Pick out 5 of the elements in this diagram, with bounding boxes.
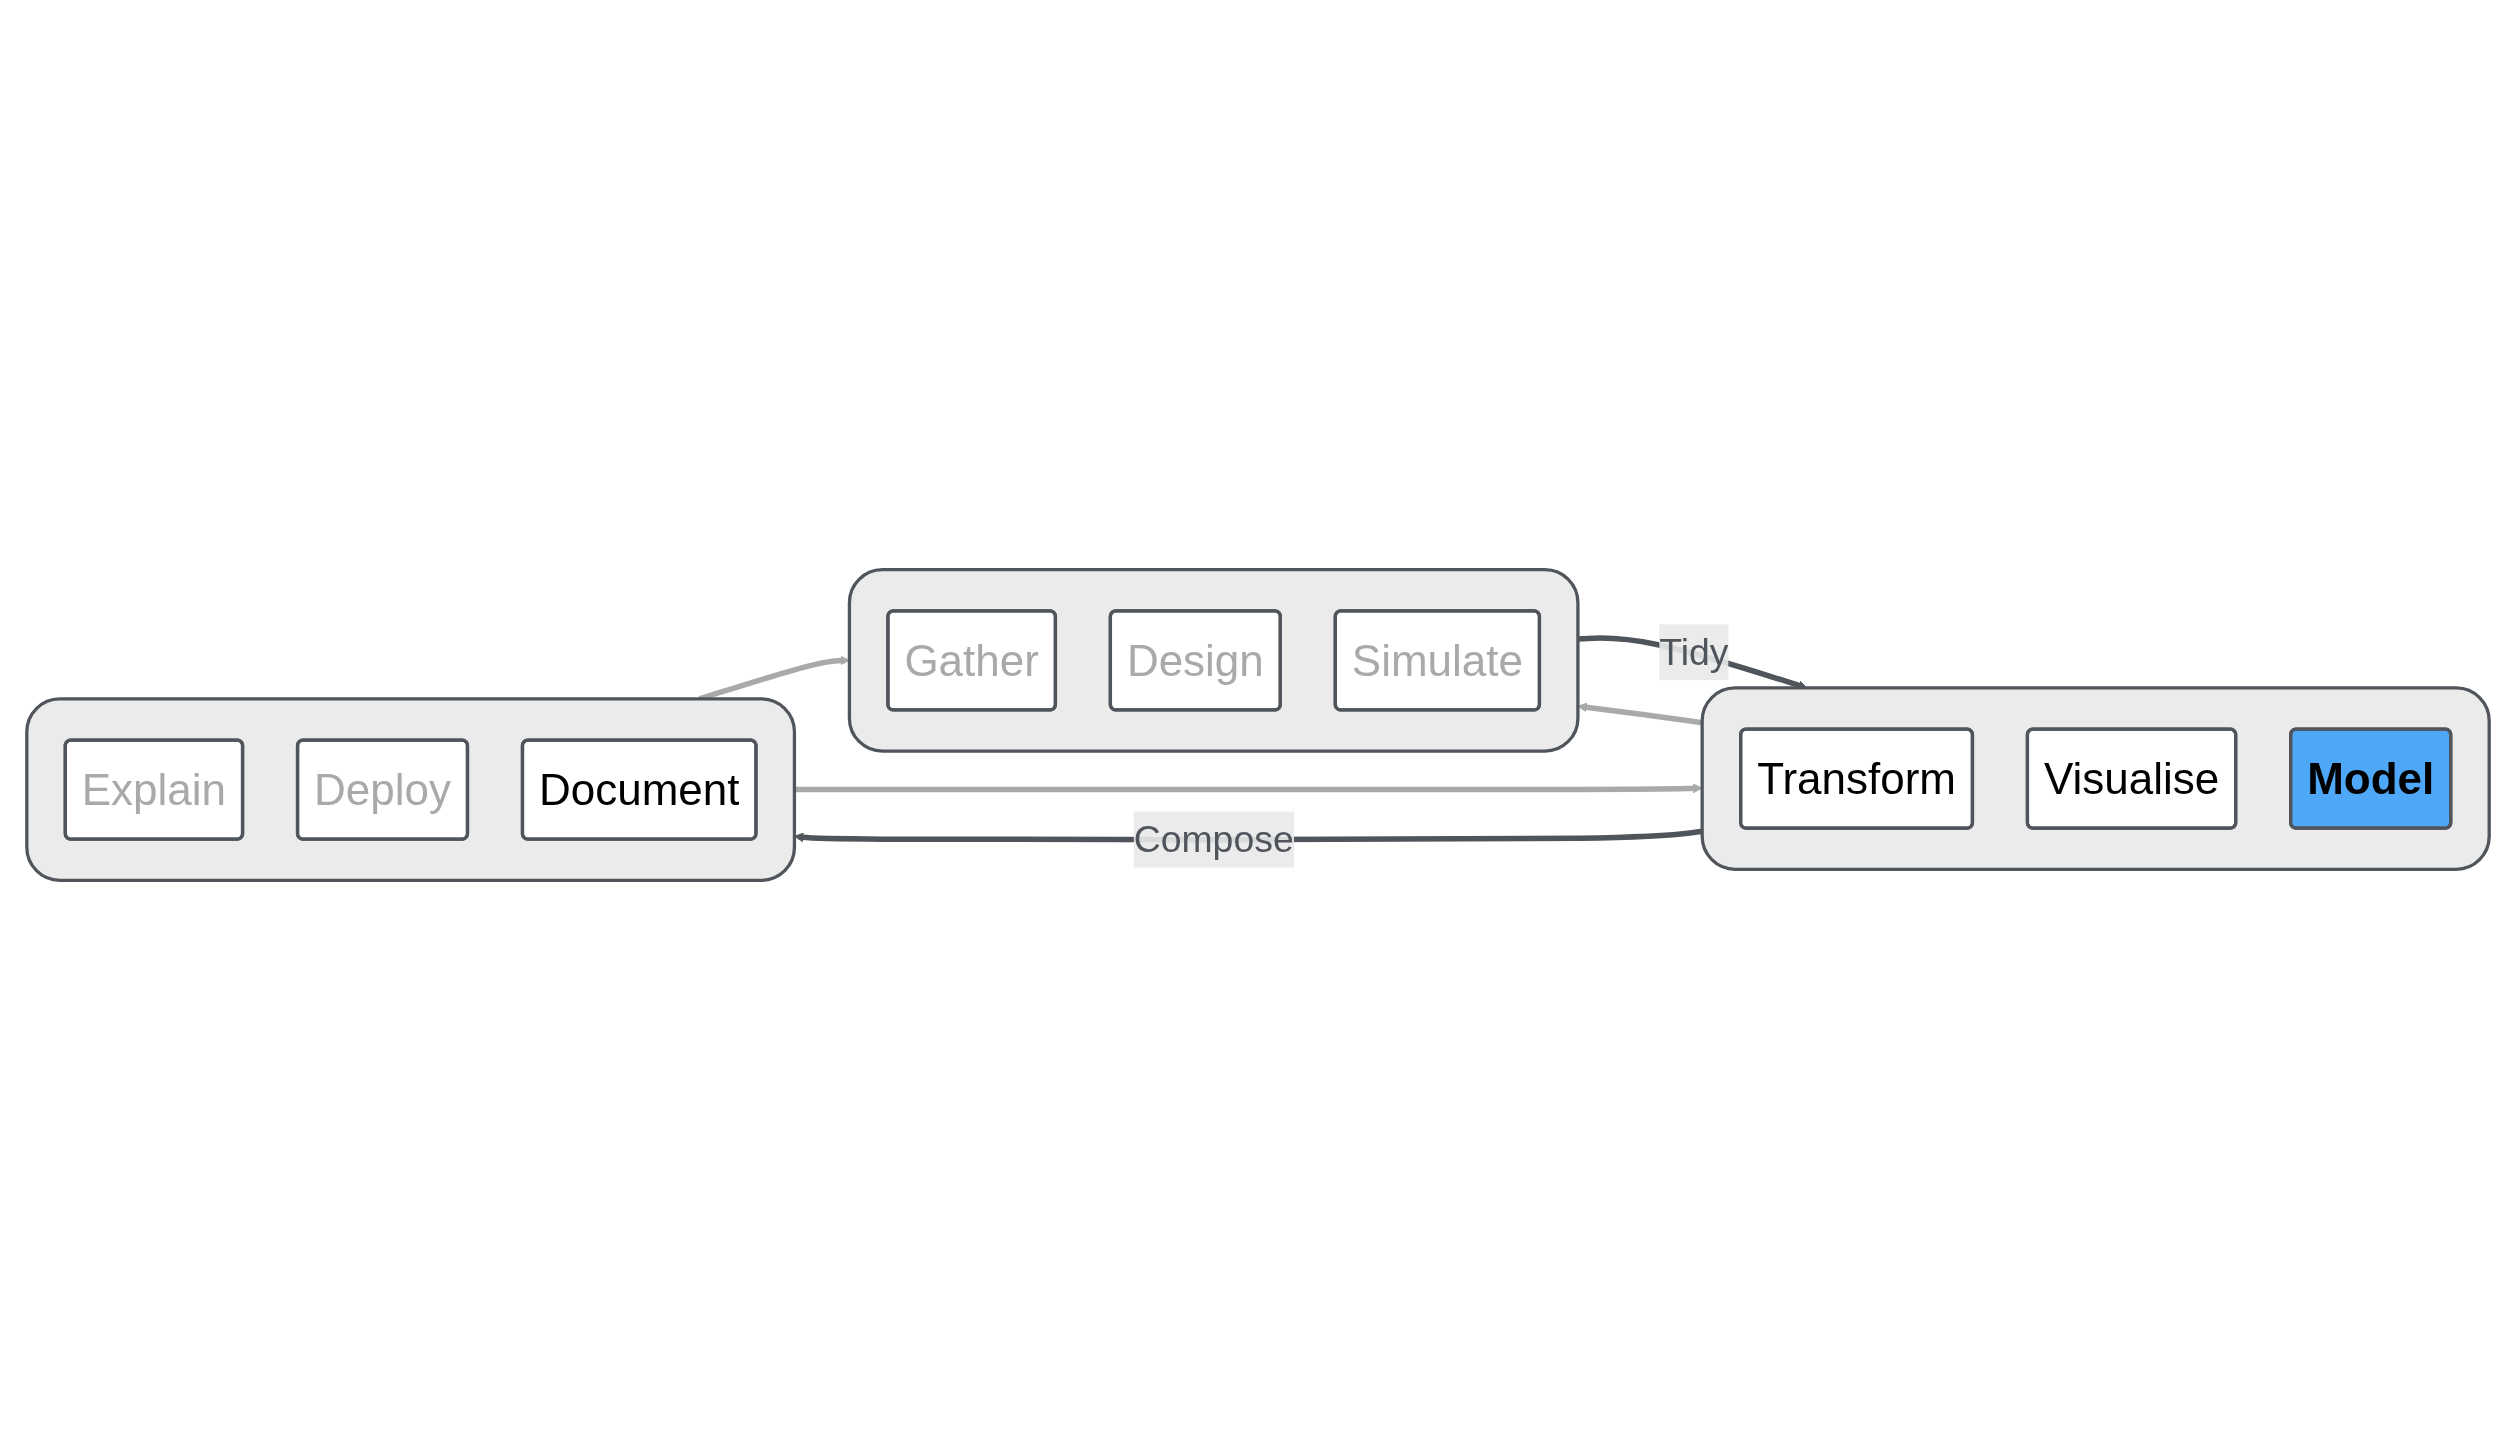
cluster [847, 568, 1580, 753]
cluster [1700, 686, 2491, 871]
cluster [25, 697, 797, 882]
edge-label: Compose [1133, 818, 1294, 860]
edge-label: Tidy [1659, 630, 1729, 673]
